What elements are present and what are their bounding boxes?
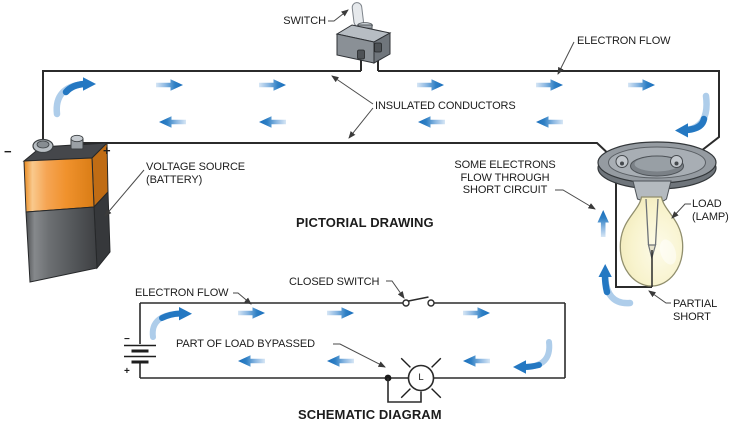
flow-arrow-left <box>463 355 490 367</box>
fixture-center-highlight <box>634 156 680 172</box>
flow-arrow-left <box>536 116 563 128</box>
battery-front-orange <box>23 157 95 213</box>
fixture-terminal-right-hole <box>674 161 679 166</box>
leader-load-lamp <box>671 203 691 219</box>
flow-curve-schematic-top-left <box>149 307 192 340</box>
switch-terminal-left <box>357 49 365 60</box>
battery-terminal-positive-cap <box>70 134 84 143</box>
part-of-load-bypassed-label: PART OF LOAD BYPASSED <box>176 338 315 350</box>
leader-lines <box>104 9 691 368</box>
battery-front-gray <box>25 206 98 283</box>
schematic-lamp-letter: L <box>418 372 424 383</box>
leader-part-bypassed <box>333 343 386 368</box>
battery-terminal-negative-cap <box>36 140 50 149</box>
electron-flow-label-pictorial: ELECTRON FLOW <box>577 35 671 47</box>
voltage-source-line2: (BATTERY) <box>146 173 203 186</box>
schematic-plus-sign: + <box>124 366 130 377</box>
flow-arrow-right <box>259 79 286 91</box>
leader-short-electrons <box>555 189 596 210</box>
flow-arrow-up-short <box>597 210 609 237</box>
flow-arrow-left <box>238 355 265 367</box>
short-circuit-wire <box>615 172 652 288</box>
battery-illustration <box>22 134 111 283</box>
bypass-wire <box>387 378 422 403</box>
flow-arrow-right <box>536 79 563 91</box>
schematic-closed-switch-symbol <box>402 296 435 307</box>
electron-flow-label-schematic: ELECTRON FLOW <box>135 287 229 299</box>
schematic-lamp-symbol <box>400 357 442 399</box>
flow-arrow-left <box>327 355 354 367</box>
lamp-fixture-illustration <box>597 141 717 287</box>
flow-arrow-right <box>156 79 183 91</box>
bulb-highlight <box>659 239 677 265</box>
pictorial-title: PICTORIAL DRAWING <box>296 215 434 230</box>
flow-curve-short-circuit <box>598 264 634 307</box>
leader-electron-flow-top <box>557 41 575 75</box>
flow-arrow-right <box>417 79 444 91</box>
conductor-left-top <box>42 70 361 146</box>
closed-switch-label: CLOSED SWITCH <box>289 276 380 288</box>
electron-flow-arrows-schematic <box>149 307 553 374</box>
load-lamp-line1: LOAD <box>692 198 722 210</box>
leader-switch <box>328 9 349 22</box>
short-electrons-line1: SOME ELECTRONS <box>454 159 556 171</box>
leader-closed-switch <box>386 280 405 299</box>
switch-body-side <box>373 32 391 64</box>
flow-arrow-right <box>238 307 265 319</box>
partial-short-line1: PARTIAL <box>673 298 718 310</box>
short-electrons-line2: FLOW THROUGH <box>460 171 550 184</box>
load-lamp-label: LOAD (LAMP) <box>692 198 729 223</box>
flow-arrow-right <box>327 307 354 319</box>
flow-curve-top-right <box>675 92 710 138</box>
short-electrons-line3: SHORT CIRCUIT <box>462 184 548 196</box>
flow-curve-schematic-bottom-right <box>513 339 553 374</box>
bulb-stem <box>645 198 659 246</box>
insulated-conductors-label: INSULATED CONDUCTORS <box>375 100 516 112</box>
voltage-source-line1: VOLTAGE SOURCE <box>146 161 246 173</box>
conductor-inner-return <box>78 142 615 160</box>
load-lamp-line2: (LAMP) <box>692 210 729 223</box>
partial-short-line2: SHORT <box>673 310 711 323</box>
flow-arrow-right <box>463 307 490 319</box>
switch-label: SWITCH <box>283 15 326 27</box>
leader-electron-flow-schematic <box>233 292 252 305</box>
schematic-title: SCHEMATIC DIAGRAM <box>298 407 442 422</box>
toggle-switch-illustration <box>335 2 392 64</box>
switch-terminal-right <box>374 42 382 53</box>
flow-arrow-left <box>259 116 286 128</box>
flow-arrow-left <box>418 116 445 128</box>
electron-flow-arrows-pictorial <box>53 77 710 307</box>
flow-arrow-right <box>628 79 655 91</box>
partial-short-label: PARTIAL SHORT <box>673 298 717 323</box>
leader-insulated-bottom <box>348 107 374 139</box>
flow-arrow-left <box>159 116 186 128</box>
schematic-battery-symbol <box>124 344 156 364</box>
leader-voltage-source <box>104 169 145 217</box>
schematic-circuit <box>124 296 566 403</box>
leader-partial-short <box>648 290 671 304</box>
flow-curve-top-left <box>53 77 96 118</box>
conductor-top-right <box>378 70 720 159</box>
battery-plus-sign: + <box>103 143 111 158</box>
schematic-minus-sign: − <box>124 334 130 345</box>
leader-insulated-top <box>331 75 374 105</box>
lamp-circle <box>407 364 435 392</box>
voltage-source-label: VOLTAGE SOURCE (BATTERY) <box>146 161 245 186</box>
battery-minus-sign: − <box>4 144 12 159</box>
fixture-terminal-left-hole <box>620 161 624 166</box>
lamp-rays <box>400 357 442 399</box>
short-electrons-label: SOME ELECTRONS FLOW THROUGH SHORT CIRCUI… <box>440 159 570 197</box>
